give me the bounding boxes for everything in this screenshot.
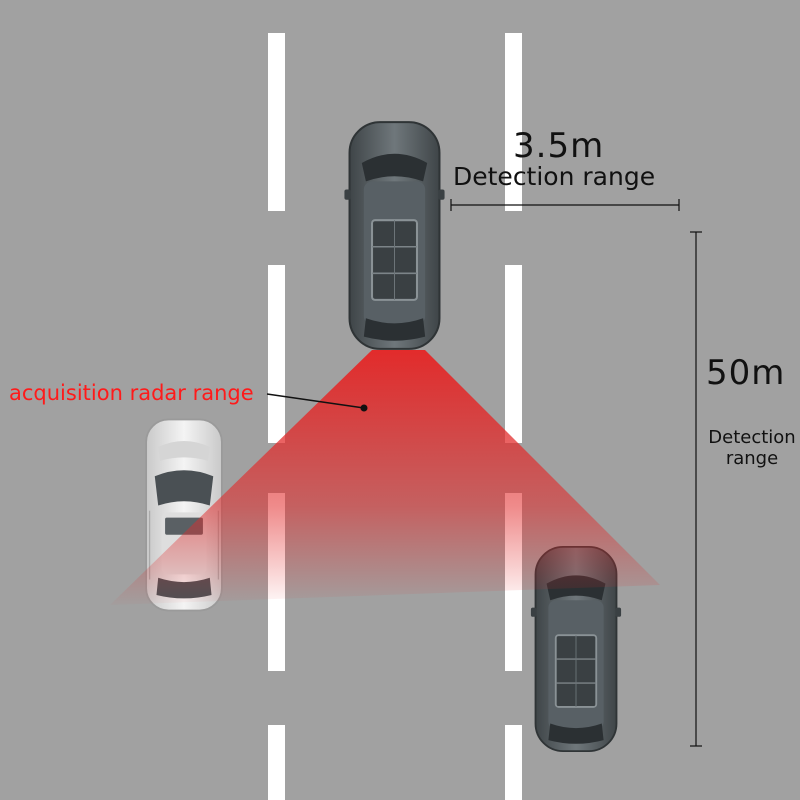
length-detection-label: Detection range — [708, 427, 796, 469]
lane-marking-right-4 — [505, 725, 522, 800]
radar-range-label: acquisition radar range — [9, 381, 254, 405]
length-value-label: 50m — [706, 353, 786, 393]
lane-marking-right-2 — [505, 265, 522, 443]
width-dimension — [450, 199, 680, 211]
width-value-label: 3.5m — [513, 126, 605, 166]
radar-callout-dot — [360, 404, 368, 412]
lane-marking-right-1 — [505, 33, 522, 211]
radar-callout-line — [266, 393, 365, 409]
lane-marking-left-1 — [268, 33, 285, 211]
ego-car-icon — [343, 121, 446, 350]
lane-marking-left-2 — [268, 265, 285, 443]
radar-callout — [266, 393, 368, 412]
ego-car — [343, 121, 446, 350]
lane-marking-left-4 — [268, 725, 285, 800]
radar-zone — [110, 350, 660, 605]
length-dimension — [690, 231, 702, 747]
width-detection-label: Detection range — [453, 162, 656, 191]
